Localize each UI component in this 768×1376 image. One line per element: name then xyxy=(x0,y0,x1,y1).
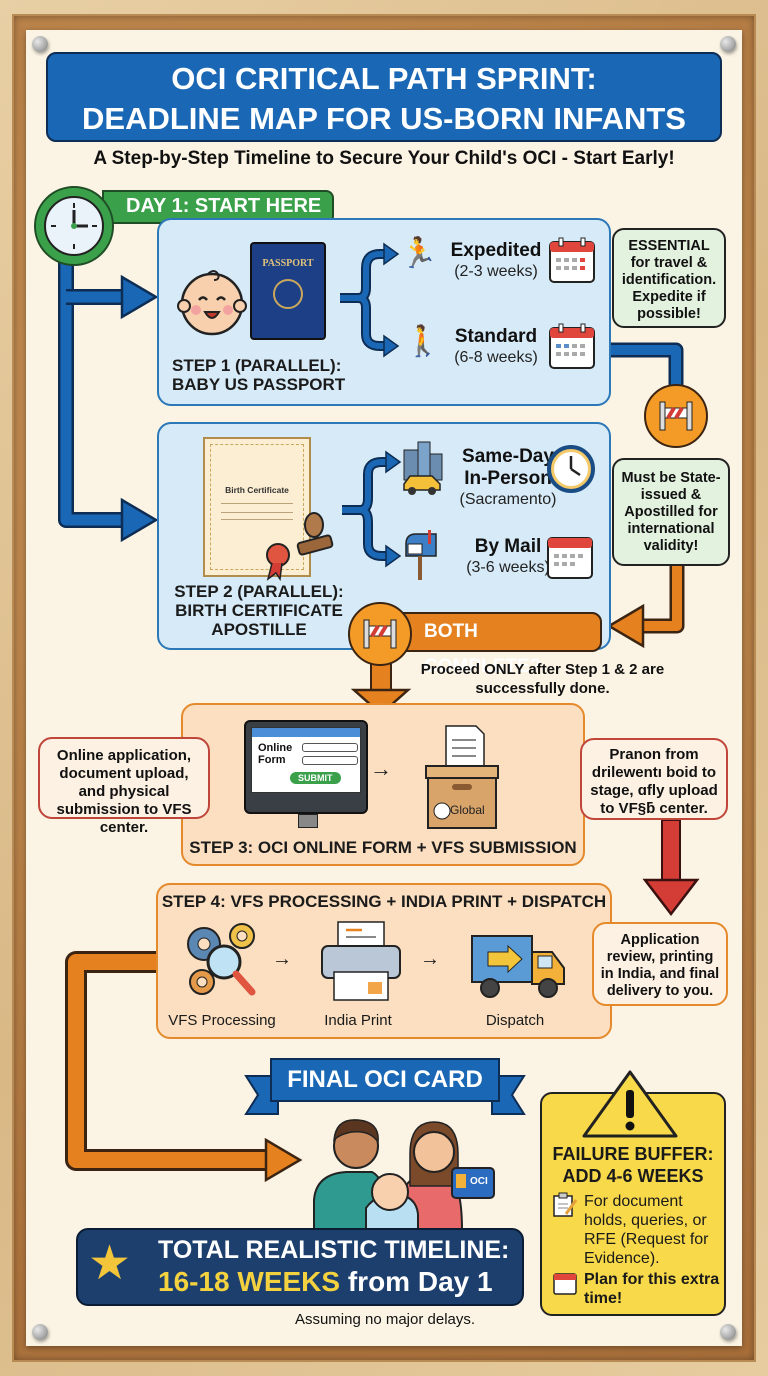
pushpin-icon xyxy=(32,1324,48,1340)
form-input-field xyxy=(302,756,358,765)
step2-title-line2: BIRTH CERTIFICATE xyxy=(175,601,343,620)
final-oci-card-ribbon: FINAL OCI CARD xyxy=(270,1058,500,1102)
step4-note-bubble: Application review, printing in India, a… xyxy=(592,922,728,1006)
calendar-icon xyxy=(553,1273,577,1295)
buffer-title-line2: ADD 4-6 WEEKS xyxy=(562,1166,704,1186)
total-timeline-box xyxy=(76,1228,524,1306)
seal-stamp-icon xyxy=(266,512,334,582)
failure-buffer-plan: Plan for this extra time! xyxy=(584,1271,720,1307)
birth-certificate-icon: Birth Certificate xyxy=(203,437,311,577)
total-assumption-note: Assuming no major delays. xyxy=(294,1311,476,1328)
barrier-icon xyxy=(644,384,708,448)
running-person-icon: 🏃 xyxy=(400,237,438,270)
total-timeline-label: TOTAL REALISTIC TIMELINE: xyxy=(158,1236,510,1264)
stage-label-india-print: India Print xyxy=(324,1012,392,1029)
passport-label: PASSPORT xyxy=(262,258,314,269)
eagle-seal-icon xyxy=(273,279,303,309)
form-label: Form xyxy=(258,754,286,766)
pushpin-icon xyxy=(32,36,48,52)
option-label: By Mail xyxy=(474,536,542,557)
walking-person-icon: 🚶 xyxy=(404,325,442,358)
stage-label-vfs-processing: VFS Processing xyxy=(168,1012,276,1029)
failure-buffer-title: FAILURE BUFFER: ADD 4-6 WEEKS xyxy=(544,1143,722,1187)
step1-title: STEP 1 (PARALLEL): BABY US PASSPORT xyxy=(172,356,345,394)
barrier-icon xyxy=(348,602,412,666)
title-banner: OCI CRITICAL PATH SPRINT: DEADLINE MAP F… xyxy=(46,52,722,142)
branch-bracket-icon xyxy=(340,242,400,358)
blue-branch-arrow-step1 xyxy=(66,274,159,320)
form-label: Online xyxy=(258,742,293,754)
total-timeline-value: 16-18 WEEKS from Day 1 xyxy=(158,1266,493,1298)
step2-title-line1: STEP 2 (PARALLEL): xyxy=(174,582,344,601)
mailbox-icon xyxy=(405,530,437,580)
failure-buffer-text: For document holds, queries, or RFE (Req… xyxy=(584,1193,709,1267)
printer-icon xyxy=(321,921,401,1001)
step2-title-line3: APOSTILLE xyxy=(211,620,307,639)
computer-monitor-icon: Online Form SUBMIT xyxy=(244,720,368,828)
option-label: Same-Day xyxy=(462,446,554,467)
blue-connector-step1-to-barrier xyxy=(610,342,684,392)
orange-connector-to-checkpoint xyxy=(606,565,685,649)
option-duration: (3-6 weeks) xyxy=(466,559,550,576)
warning-triangle-icon xyxy=(582,1070,678,1138)
option-label: Expedited xyxy=(450,240,542,261)
star-icon: ★ xyxy=(88,1237,132,1290)
pushpin-icon xyxy=(720,36,736,52)
title-line-2: DEADLINE MAP FOR US-BORN INFANTS xyxy=(82,101,686,136)
baby-face-icon xyxy=(177,270,247,336)
total-weeks-highlight: 16-18 WEEKS xyxy=(158,1266,341,1297)
submit-button: SUBMIT xyxy=(290,772,341,784)
step1-title-line2: BABY US PASSPORT xyxy=(172,375,346,394)
arrow-right-icon: → xyxy=(420,948,440,970)
step1-title-line1: STEP 1 (PARALLEL): xyxy=(172,356,342,375)
pushpin-icon xyxy=(720,1324,736,1340)
arrow-right-icon: → xyxy=(370,756,392,781)
step2-note-bubble: Must be State-issued & Apostilled for in… xyxy=(612,458,730,566)
submission-box-icon xyxy=(425,725,499,829)
clipboard-pencil-icon xyxy=(553,1192,578,1217)
option-duration: (6-8 weeks) xyxy=(454,349,538,366)
option-label: Standard xyxy=(454,326,538,347)
form-input-field xyxy=(302,743,358,752)
delivery-truck-icon xyxy=(471,935,565,998)
step3-title: STEP 3: OCI ONLINE FORM + VFS SUBMISSION xyxy=(189,838,577,857)
calendar-icon xyxy=(549,237,595,283)
title-line-1: OCI CRITICAL PATH SPRINT: xyxy=(171,61,597,96)
checkpoint-note: Proceed ONLY after Step 1 & 2 are succes… xyxy=(420,661,665,697)
calendar-icon xyxy=(547,537,593,579)
branch-bracket-icon xyxy=(342,450,402,568)
step4-title: STEP 4: VFS PROCESSING + INDIA PRINT + D… xyxy=(161,892,607,911)
subtitle: A Step-by-Step Timeline to Secure Your C… xyxy=(93,148,675,169)
option-duration: (2-3 weeks) xyxy=(454,263,538,280)
city-car-icon xyxy=(403,441,443,495)
orange-loop-arrow-to-final xyxy=(65,951,303,1183)
step3-left-note: Online application, document upload, and… xyxy=(38,737,210,836)
certificate-label: Birth Certificate xyxy=(225,485,289,495)
buffer-title-line1: FAILURE BUFFER: xyxy=(552,1144,714,1164)
arrow-right-icon: → xyxy=(272,948,292,970)
total-weeks-suffix: from Day 1 xyxy=(340,1266,493,1297)
passport-icon: PASSPORT xyxy=(250,242,326,340)
gears-magnifier-icon xyxy=(187,923,256,996)
standard-option: Standard (6-8 weeks) xyxy=(446,326,546,368)
step2-title: STEP 2 (PARALLEL): BIRTH CERTIFICATE APO… xyxy=(166,582,352,639)
expedited-option: Expedited (2-3 weeks) xyxy=(446,240,546,282)
step1-note-bubble: ESSENTIAL for travel & identification. E… xyxy=(612,228,726,328)
clock-icon xyxy=(547,445,595,493)
vfs-global-label: Global xyxy=(450,803,485,817)
stage-label-dispatch: Dispatch xyxy=(485,1012,545,1029)
option-label: In-Person xyxy=(464,468,552,489)
same-day-option: Same-Day In-Person (Sacramento) xyxy=(448,446,568,510)
clock-icon xyxy=(34,186,114,266)
red-down-arrow xyxy=(642,819,700,917)
option-duration: (Sacramento) xyxy=(459,491,557,508)
family-with-baby-icon: OCI xyxy=(313,1119,495,1230)
oci-card-label: OCI xyxy=(470,1176,488,1187)
calendar-icon xyxy=(549,323,595,369)
step3-right-note: Pranon from drilewentı boid to stage, ɑf… xyxy=(580,738,728,820)
both-complete-badge: BOTH COMPLETE? xyxy=(380,612,602,677)
blue-trunk-arrow xyxy=(58,262,159,543)
by-mail-option: By Mail (3-6 weeks) xyxy=(448,536,568,578)
